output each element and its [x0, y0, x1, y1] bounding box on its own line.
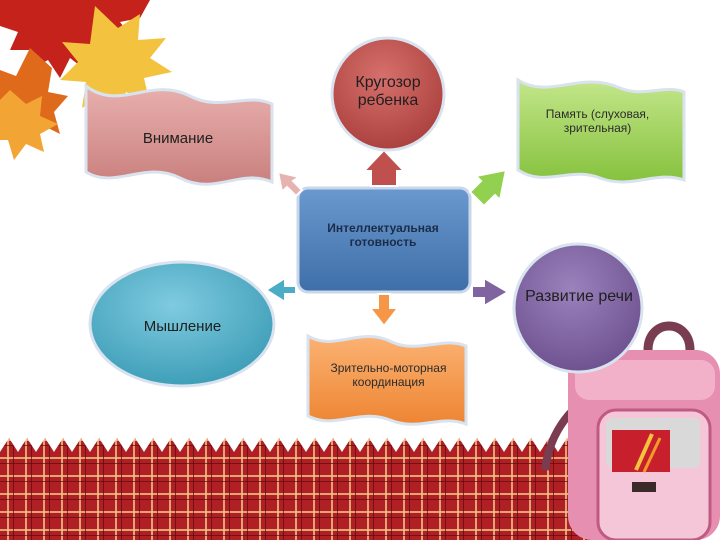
arrow-to-zritelno [367, 293, 401, 328]
arrow-to-vnimanie [276, 170, 304, 198]
center-node-label: Интеллектуальная готовность [327, 221, 439, 249]
backpack-icon [541, 321, 720, 540]
arrow-to-pamyat [468, 168, 508, 208]
arrow-to-myshlenie [264, 276, 297, 304]
node-razvitie-label: Развитие речи [525, 288, 633, 305]
node-vnimanie-label: Внимание [142, 130, 214, 147]
node-myshlenie [88, 260, 276, 388]
node-krugozor [330, 36, 446, 152]
node-zritelno [306, 333, 468, 427]
node-pamyat-label: Память (слуховая, зрительная) [545, 107, 650, 135]
center-node-intellektualnaya [296, 186, 472, 294]
node-myshlenie-label: Мышление [143, 318, 222, 335]
arrow-to-razvitie [471, 276, 510, 308]
picket-fence [0, 438, 612, 540]
node-razvitie [512, 242, 644, 374]
node-zritelno-label: Зрительно-моторная координация [330, 361, 447, 389]
node-krugozor-label: Кругозор ребенка [355, 74, 421, 110]
node-vnimanie [84, 82, 274, 186]
arrow-to-krugozor [361, 148, 407, 187]
node-pamyat [516, 77, 686, 184]
